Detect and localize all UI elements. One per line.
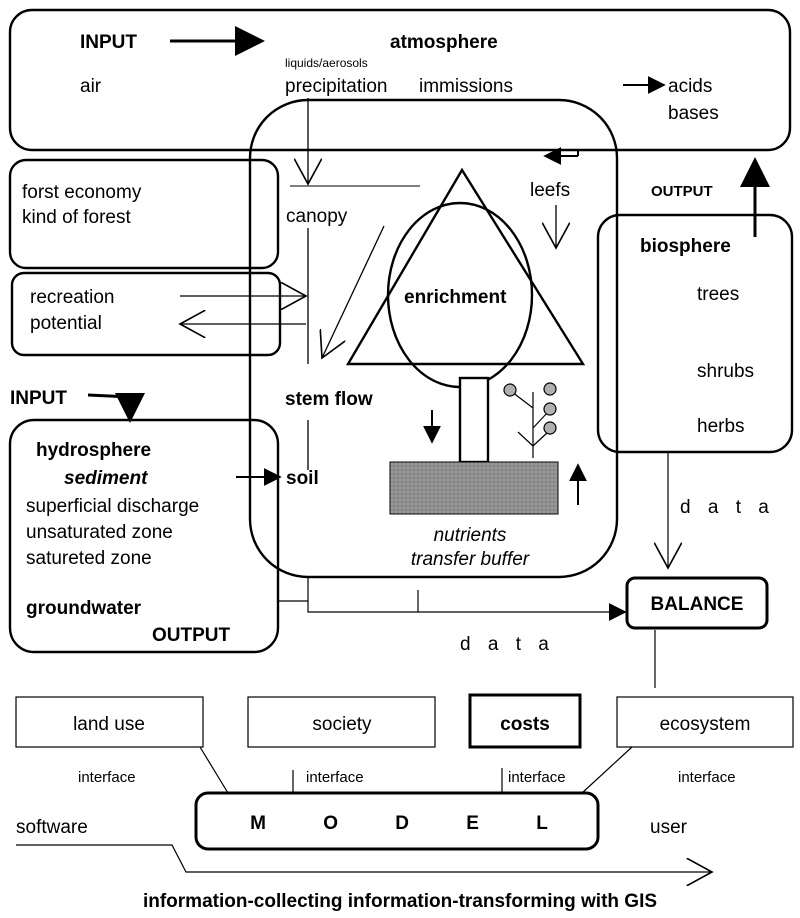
ecosystem-label: ecosystem — [660, 714, 751, 735]
atmosphere-title: atmosphere — [390, 32, 498, 53]
user-label: user — [650, 817, 688, 838]
forest-economy-line1: forst economy — [22, 182, 142, 203]
forest-economy-line2: kind of forest — [22, 207, 131, 228]
forest-center-box: canopy leefs enrichment stem flow soil n… — [248, 98, 619, 579]
interface-label-land-use: interface — [78, 769, 136, 786]
biosphere-title: biosphere — [640, 236, 731, 257]
canopy-to-stem-arrow — [322, 225, 385, 358]
software-label: software — [16, 817, 88, 838]
interface-row: land use society costs ecosystem interfa… — [15, 693, 794, 794]
biosphere-output-label: OUTPUT — [651, 183, 713, 200]
bases-label: bases — [668, 103, 719, 124]
interface-label-society: interface — [306, 769, 364, 786]
hydrosphere-box: INPUT hydrosphere sediment superficial d… — [8, 388, 282, 654]
unsaturated-zone-label: unsaturated zone — [26, 522, 173, 543]
enrichment-label: enrichment — [404, 287, 507, 308]
society-label: society — [312, 714, 372, 735]
plant-icon — [503, 382, 557, 458]
ecosystem-to-model-line — [581, 746, 633, 794]
model-box — [194, 791, 600, 851]
nutrients-label: nutrients — [434, 525, 507, 546]
herbs-label: herbs — [697, 416, 745, 437]
balance-data-right-label: d a t a — [680, 497, 775, 518]
recreation-line2: potential — [30, 313, 102, 334]
tree-trunk — [458, 376, 490, 464]
costs-box — [468, 693, 582, 749]
leefs-label: leefs — [530, 180, 570, 201]
land-use-box — [15, 696, 204, 748]
forest-economy-box: forst economy kind of forest — [8, 158, 280, 270]
recreation-box: recreation potential — [10, 271, 306, 357]
immissions-label: immissions — [419, 76, 513, 97]
balance-section: d a t a BALANCE d a t a — [278, 452, 775, 688]
precipitation-label: precipitation — [285, 76, 387, 97]
soil-block — [389, 461, 559, 515]
soil-to-balance-arrow — [307, 577, 627, 621]
recreation-line1: recreation — [30, 287, 115, 308]
hydrosphere-input-arrow — [87, 393, 145, 423]
interface-label-ecosystem: interface — [678, 769, 736, 786]
costs-label: costs — [500, 714, 550, 735]
atmosphere-box: INPUT atmosphere air liquids/aerosols pr… — [8, 8, 792, 152]
sediment-label: sediment — [64, 468, 148, 489]
balance-box — [625, 576, 769, 630]
ecosystem-box — [616, 696, 794, 748]
liquids-aerosols-label: liquids/aerosols — [285, 56, 368, 70]
superficial-discharge-label: superficial discharge — [26, 496, 199, 517]
hydrosphere-title: hydrosphere — [36, 440, 151, 461]
atmosphere-input-label: INPUT — [80, 32, 137, 53]
stem-flow-label: stem flow — [285, 389, 373, 410]
land-use-to-model-line — [199, 746, 229, 794]
model-section: M O D E L software user — [16, 791, 712, 872]
land-use-label: land use — [73, 714, 145, 735]
model-label: M O D E L — [250, 813, 574, 834]
trees-label: trees — [697, 284, 739, 305]
balance-data-bottom-label: d a t a — [460, 634, 555, 655]
society-box — [247, 696, 436, 748]
balance-label: BALANCE — [651, 594, 744, 615]
hydrosphere-input-label: INPUT — [10, 388, 67, 409]
shrubs-label: shrubs — [697, 361, 754, 382]
hydrosphere-output-label: OUTPUT — [152, 625, 231, 646]
groundwater-label: groundwater — [26, 598, 142, 619]
footer-caption: information-collecting information-trans… — [143, 891, 657, 912]
tree-crown-triangle — [345, 167, 586, 366]
software-to-user-arrow — [16, 844, 712, 872]
canopy-label: canopy — [286, 206, 348, 227]
interface-label-costs: interface — [508, 769, 566, 786]
soil-label: soil — [286, 468, 319, 489]
air-label: air — [80, 76, 102, 97]
transfer-buffer-label: transfer buffer — [411, 549, 530, 570]
saturated-zone-label: satureted zone — [26, 548, 152, 569]
acids-label: acids — [668, 76, 712, 97]
biosphere-box: OUTPUT biosphere trees shrubs herbs — [596, 157, 794, 454]
